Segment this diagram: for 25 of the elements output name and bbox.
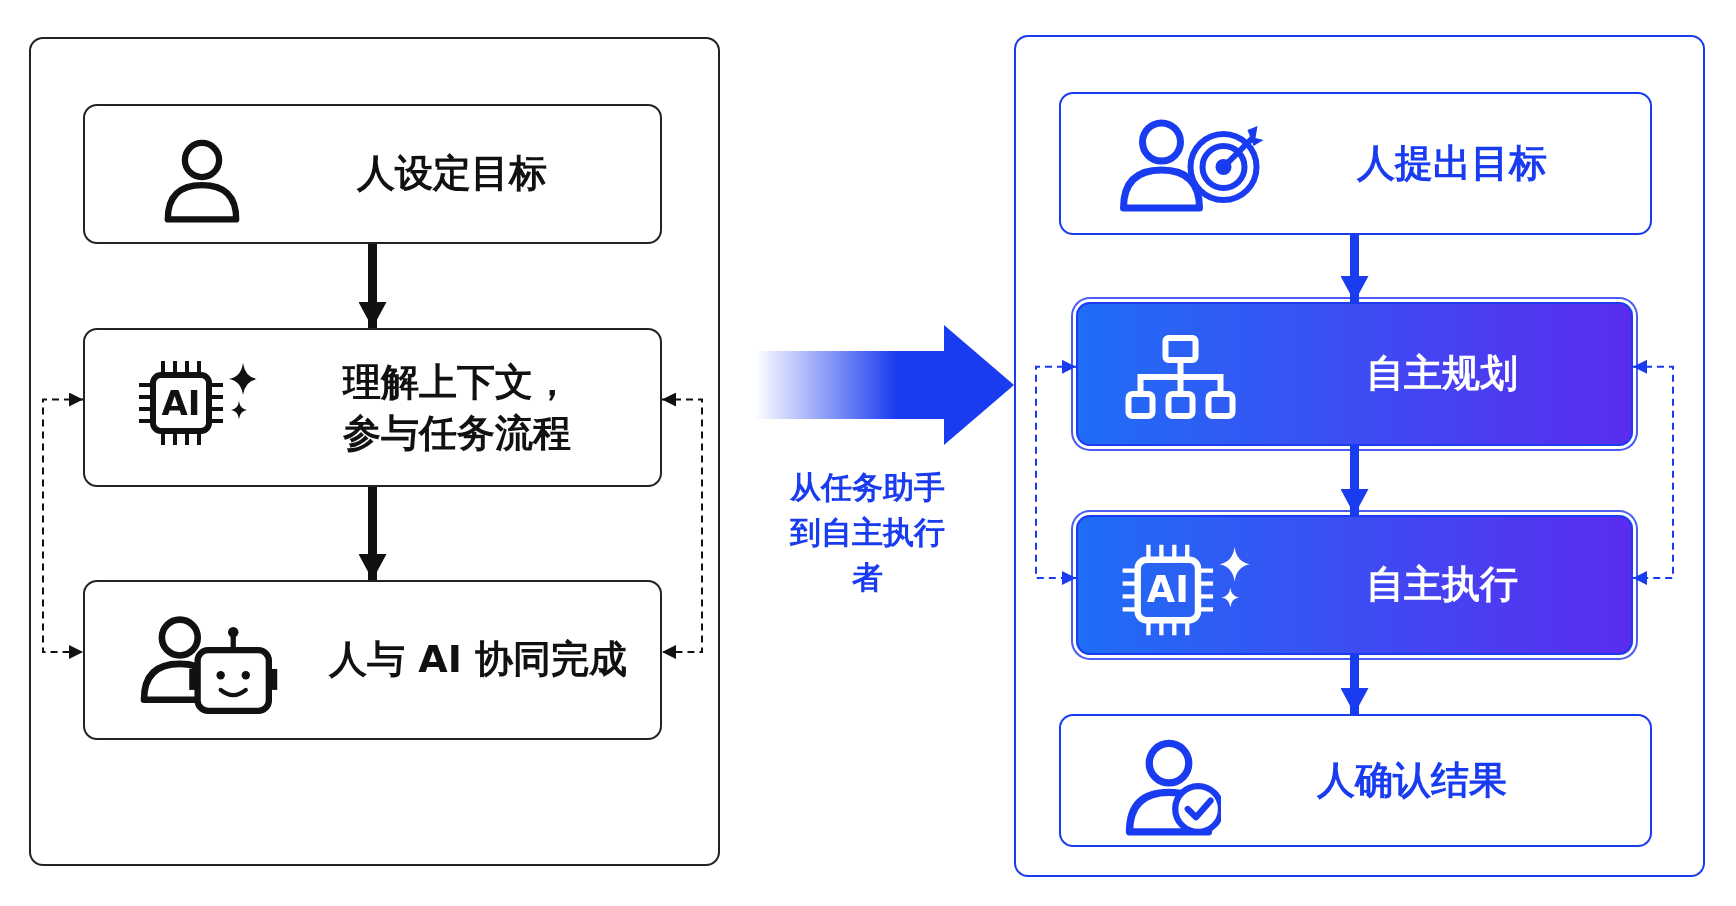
step-box (1059, 92, 1652, 235)
step-label: 人与 AI 协同完成 (329, 636, 627, 684)
chip-label: AI (1146, 568, 1190, 612)
step-box (1059, 714, 1652, 847)
step-box (83, 104, 662, 244)
feedback-arrow (661, 392, 703, 659)
feedback-arrow (1035, 359, 1077, 585)
chip-label: AI (161, 383, 201, 423)
flow-arrow (358, 487, 387, 580)
step-label: 人设定目标 (357, 150, 547, 198)
flow-arrow (1340, 235, 1369, 302)
step-box (83, 328, 662, 487)
flow-arrow (1340, 446, 1369, 515)
feedback-arrow (42, 392, 84, 659)
step-label: 人提出目标 (1357, 139, 1547, 187)
flow-arrow (1340, 655, 1369, 714)
panel-frame (1014, 35, 1705, 877)
flow-arrow (358, 244, 387, 328)
step-label: 自主规划 (1366, 350, 1518, 398)
step-label: 人确认结果 (1317, 756, 1507, 804)
step-box (83, 580, 662, 740)
step-label: 自主执行 (1366, 561, 1518, 609)
panel-frame (29, 37, 720, 866)
feedback-arrow (1632, 359, 1674, 585)
step-label: 理解上下文，参与任务流程 (343, 358, 572, 457)
